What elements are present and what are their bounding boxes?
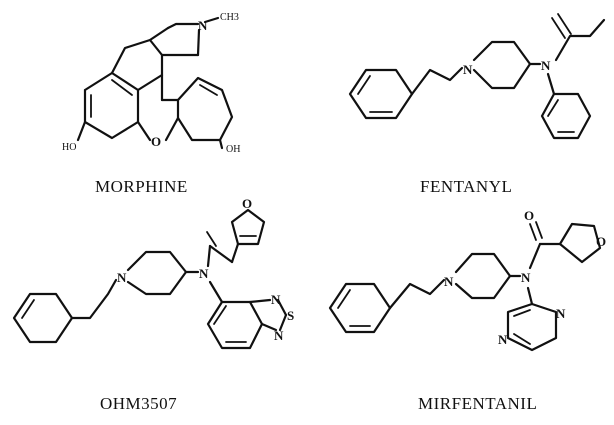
ohm3507-name: OHM3507 <box>100 394 177 413</box>
morphine-o-label: O <box>151 134 161 149</box>
morphine-ho-label: HO <box>62 142 76 153</box>
morphine-oh-label: OH <box>226 144 240 155</box>
morphine-n-label: N <box>198 18 208 33</box>
ohm3507-n4-label: N <box>274 328 284 343</box>
mirfentanil-n3-label: N <box>556 306 566 321</box>
fentanyl-n2-label: N <box>541 58 551 73</box>
morphine-name: MORPHINE <box>95 177 188 196</box>
fentanyl-structure: N N FENTANYL <box>348 13 606 196</box>
ohm3507-n1-label: N <box>117 270 127 285</box>
mirfentanil-n1-label: N <box>444 274 454 289</box>
mirfentanil-name: MIRFENTANIL <box>418 394 537 413</box>
morphine-ch3-label: CH3 <box>220 12 239 23</box>
ohm3507-n3-label: N <box>271 292 281 307</box>
ohm3507-furan-o-label: O <box>242 196 252 211</box>
fentanyl-n1-label: N <box>463 62 473 77</box>
morphine-structure: N CH3 O HO OH MORPHINE <box>62 12 240 196</box>
ohm3507-structure: N N O N S N OHM3507 <box>12 196 294 413</box>
mirfentanil-carbonyl-o-label: O <box>524 208 534 223</box>
ohm3507-s-label: S <box>287 308 294 323</box>
ohm3507-n2-label: N <box>199 266 209 281</box>
mirfentanil-n4-label: N <box>498 332 508 347</box>
fentanyl-name: FENTANYL <box>420 177 512 196</box>
mirfentanil-furan-o-label: O <box>596 234 606 249</box>
mirfentanil-n2-label: N <box>521 270 531 285</box>
mirfentanil-structure: N N O O N N MIRFENTANIL <box>328 208 606 413</box>
